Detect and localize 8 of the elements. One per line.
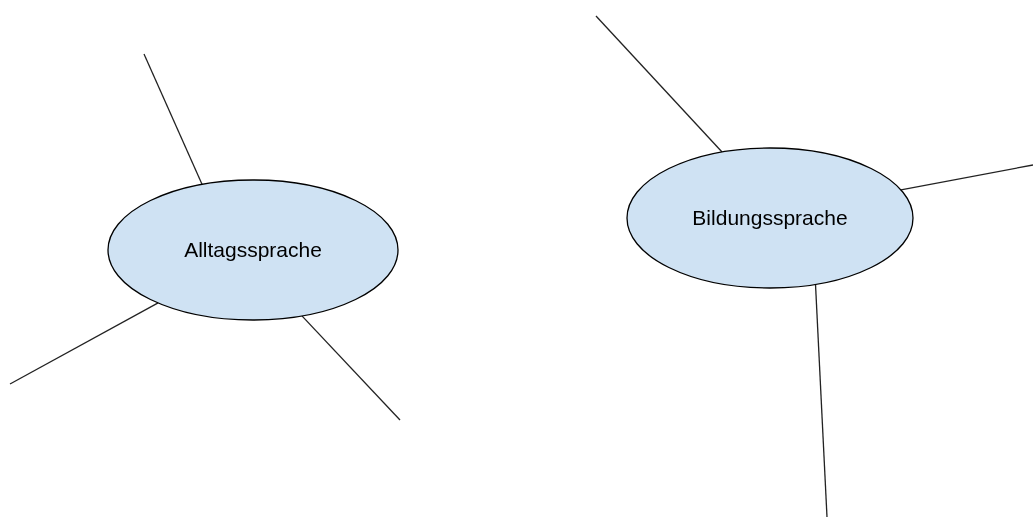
branch-line — [143, 53, 203, 186]
branch-line — [595, 15, 723, 153]
branch-line — [814, 283, 828, 517]
branch-line — [301, 315, 401, 421]
branch-line — [9, 302, 159, 385]
branch-line — [900, 164, 1033, 191]
topic-label: Bildungssprache — [692, 206, 848, 230]
topic-label: Alltagssprache — [184, 238, 322, 262]
